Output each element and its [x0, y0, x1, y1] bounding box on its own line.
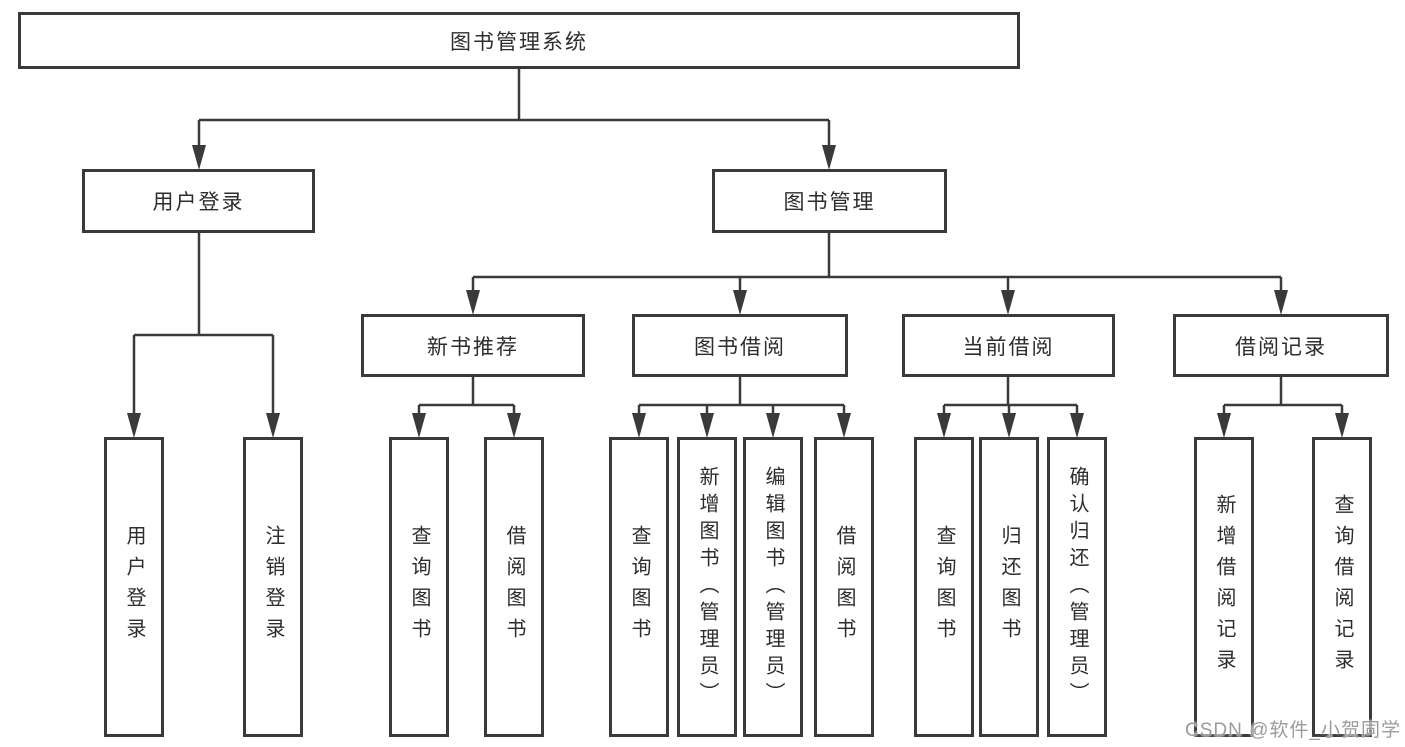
- leaf-label: 新增图书（管理员）: [696, 465, 718, 709]
- connector-root-to-level2: [197, 69, 831, 149]
- leaf-label: 查询借阅记录: [1331, 494, 1353, 680]
- arrowhead: [1070, 413, 1084, 438]
- leaf-label: 注销登录: [262, 525, 284, 649]
- arrowhead: [766, 413, 780, 438]
- leaf-label: 借阅图书: [503, 525, 525, 649]
- arrowhead: [733, 290, 747, 315]
- arrowhead: [192, 145, 206, 170]
- leaf-add-borrow-record: 新增借阅记录: [1194, 437, 1254, 737]
- leaf-add-books-admin: 新增图书（管理员）: [677, 437, 737, 737]
- node-new-book-recommend: 新书推荐: [361, 314, 585, 377]
- arrowhead: [632, 413, 646, 438]
- connector-new-book-children: [417, 377, 516, 417]
- leaf-label: 用户登录: [123, 525, 145, 649]
- leaf-user-login: 用户登录: [104, 437, 164, 737]
- arrowhead: [837, 413, 851, 438]
- leaf-label: 查询图书: [933, 525, 955, 649]
- node-user-login: 用户登录: [82, 169, 315, 233]
- arrowheads: [127, 145, 1349, 438]
- leaf-return-books: 归还图书: [979, 437, 1039, 737]
- node-current-borrowing: 当前借阅: [902, 314, 1115, 377]
- connector-book-mgmt-children: [471, 233, 1283, 294]
- node-borrow-records: 借阅记录: [1173, 314, 1389, 377]
- connector-user-login-children: [132, 233, 275, 417]
- leaf-label: 查询图书: [408, 525, 430, 649]
- connector-current-borrow-children: [942, 377, 1079, 417]
- leaf-label: 归还图书: [998, 525, 1020, 649]
- arrowhead: [1335, 413, 1349, 438]
- arrowhead: [1001, 290, 1015, 315]
- leaf-logout: 注销登录: [243, 437, 303, 737]
- leaf-query-borrow-record: 查询借阅记录: [1312, 437, 1372, 737]
- arrowhead: [412, 413, 426, 438]
- csdn-watermark: CSDN @软件_小贺同学: [1185, 720, 1401, 741]
- arrowhead: [466, 290, 480, 315]
- leaf-query-books-3: 查询图书: [914, 437, 974, 737]
- node-book-management: 图书管理: [712, 169, 947, 233]
- arrowhead: [1217, 413, 1231, 438]
- leaf-label: 编辑图书（管理员）: [762, 465, 784, 709]
- leaf-label: 确认归还（管理员）: [1066, 465, 1088, 709]
- connector-book-borrow-children: [637, 377, 846, 417]
- leaf-edit-books-admin: 编辑图书（管理员）: [743, 437, 803, 737]
- leaf-borrow-books-1: 借阅图书: [484, 437, 544, 737]
- leaf-label: 新增借阅记录: [1213, 494, 1235, 680]
- leaf-label: 借阅图书: [833, 525, 855, 649]
- arrowhead: [937, 413, 951, 438]
- leaf-confirm-return-admin: 确认归还（管理员）: [1047, 437, 1107, 737]
- node-book-borrowing: 图书借阅: [632, 314, 848, 377]
- arrowhead: [700, 413, 714, 438]
- leaf-query-books-1: 查询图书: [389, 437, 449, 737]
- connector-borrow-record-children: [1222, 377, 1344, 417]
- arrowhead: [507, 413, 521, 438]
- leaf-borrow-books-2: 借阅图书: [814, 437, 874, 737]
- arrowhead: [1274, 290, 1288, 315]
- arrowhead: [1002, 413, 1016, 438]
- arrowhead: [127, 413, 141, 438]
- leaf-query-books-2: 查询图书: [609, 437, 669, 737]
- arrowhead: [822, 145, 836, 170]
- arrowhead: [266, 413, 280, 438]
- leaf-label: 查询图书: [628, 525, 650, 649]
- node-library-system: 图书管理系统: [18, 12, 1020, 69]
